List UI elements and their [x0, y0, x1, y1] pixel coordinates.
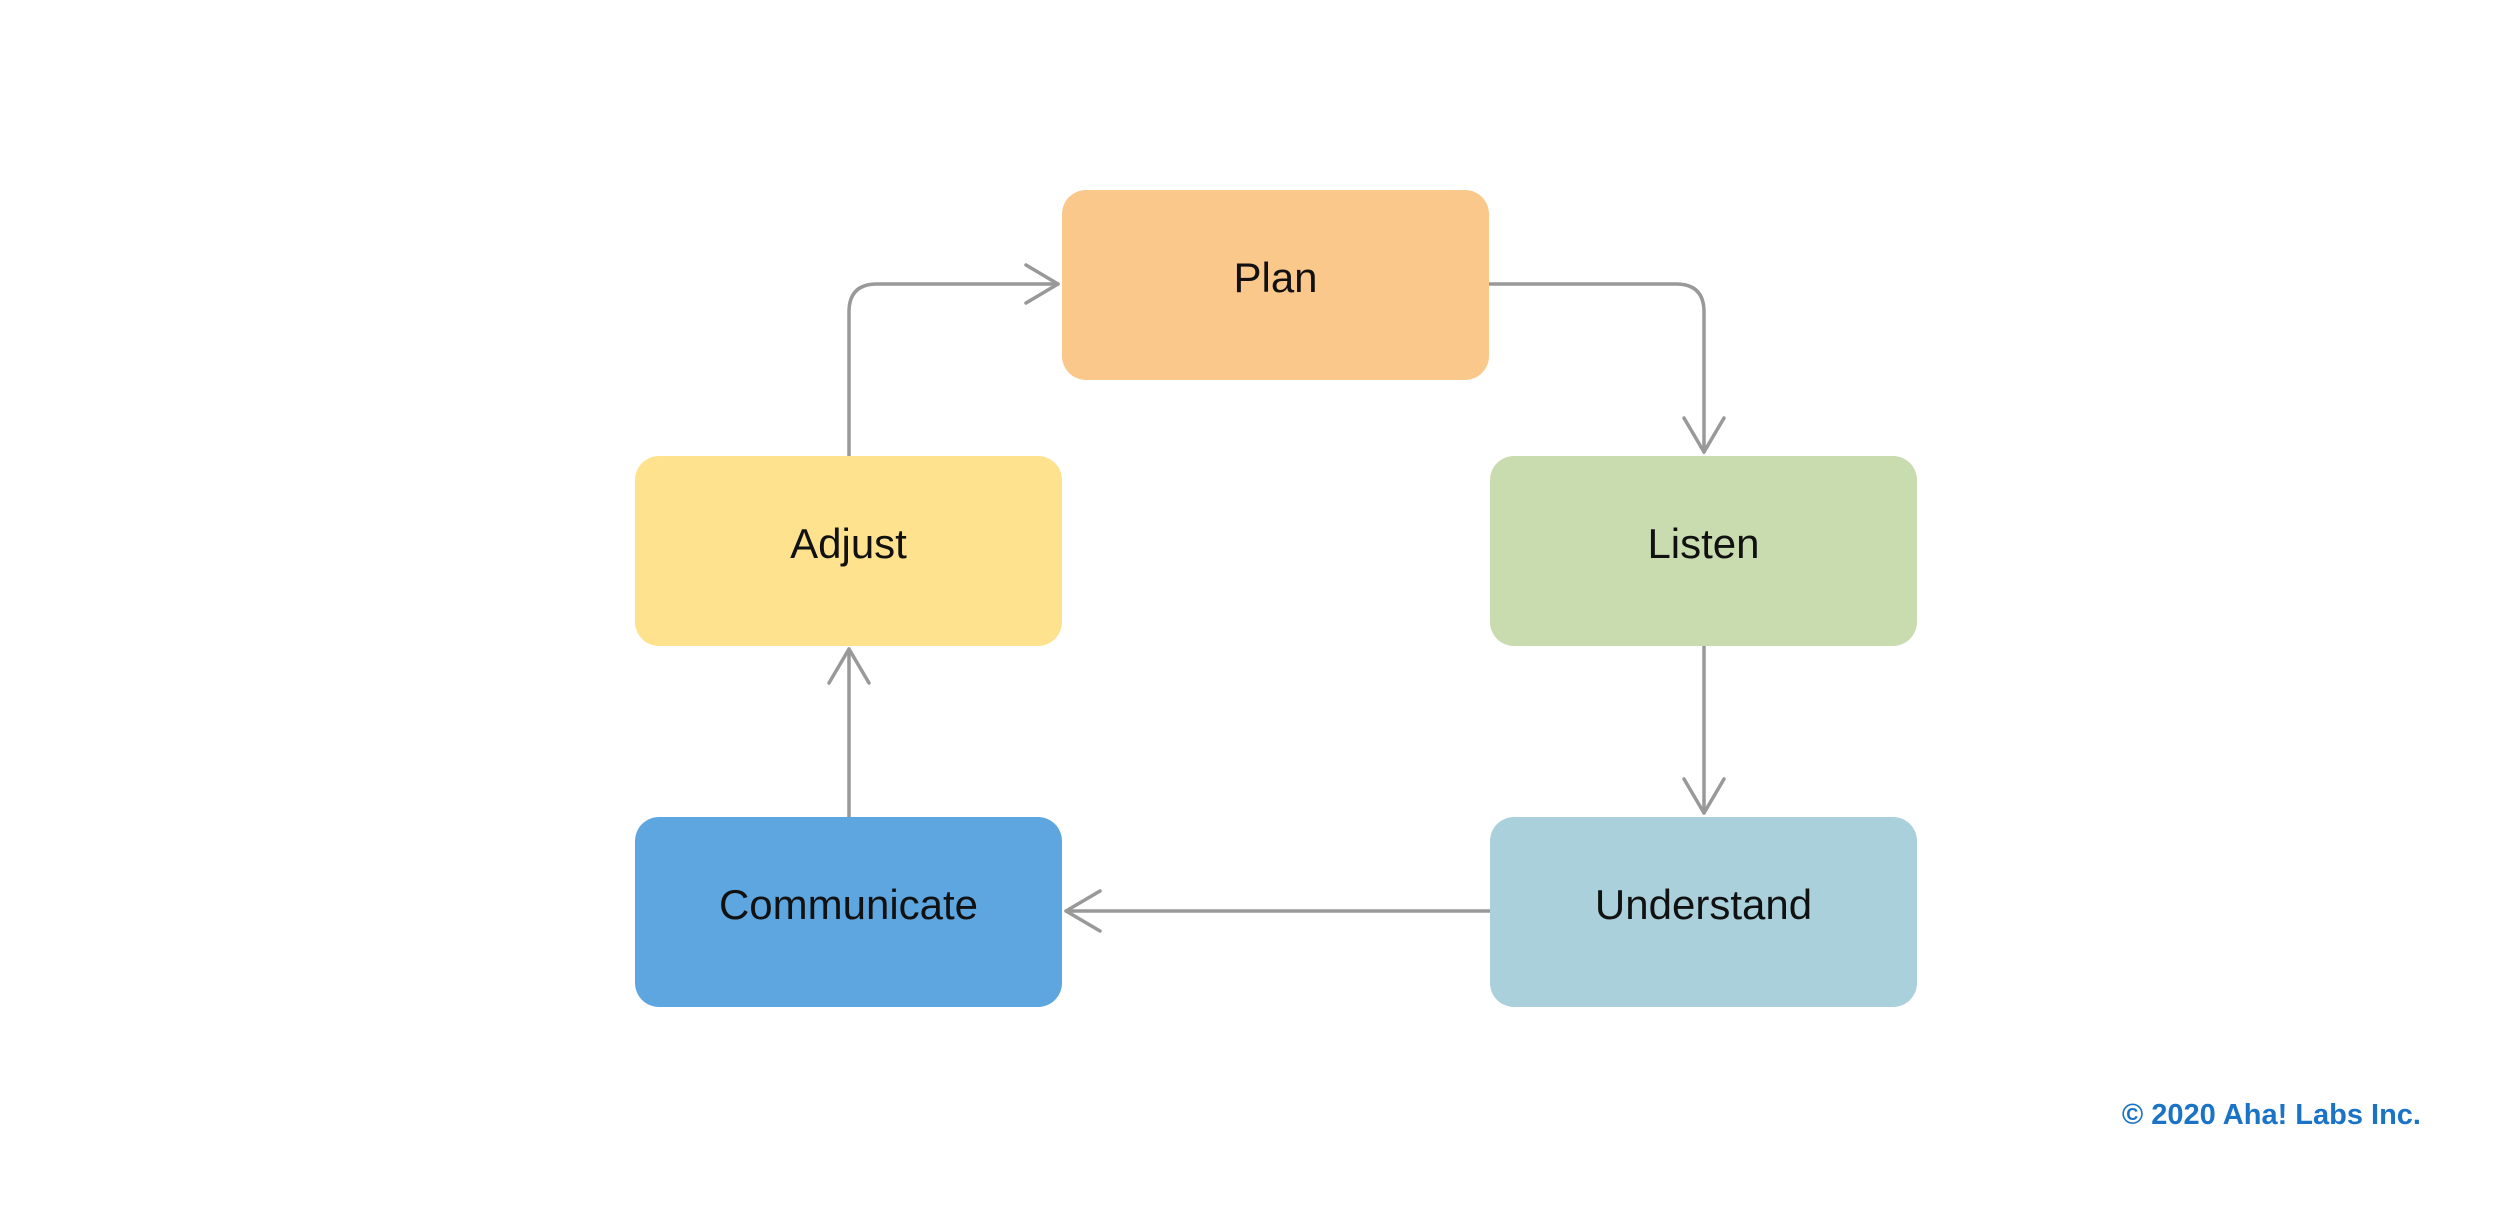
understand-node-label: Understand: [1594, 881, 1813, 928]
plan-node: Plan: [1062, 190, 1489, 380]
listen-node-label: Listen: [1647, 520, 1760, 567]
copyright-text: © 2020 Aha! Labs Inc.: [2121, 1099, 2421, 1131]
arrow-adjust-to-plan: [847, 263, 1060, 458]
arrow-plan-to-listen: [1487, 282, 1726, 454]
listen-node: Listen: [1490, 456, 1917, 646]
arrow-understand-to-communicate: [1064, 889, 1492, 933]
communicate-node-label: Communicate: [718, 881, 979, 928]
plan-node-label: Plan: [1233, 254, 1318, 301]
understand-node: Understand: [1490, 817, 1917, 1007]
adjust-node: Adjust: [635, 456, 1062, 646]
communicate-node: Communicate: [635, 817, 1062, 1007]
adjust-node-label: Adjust: [790, 520, 907, 567]
arrow-listen-to-understand: [1682, 644, 1726, 815]
arrow-communicate-to-adjust: [827, 647, 871, 819]
